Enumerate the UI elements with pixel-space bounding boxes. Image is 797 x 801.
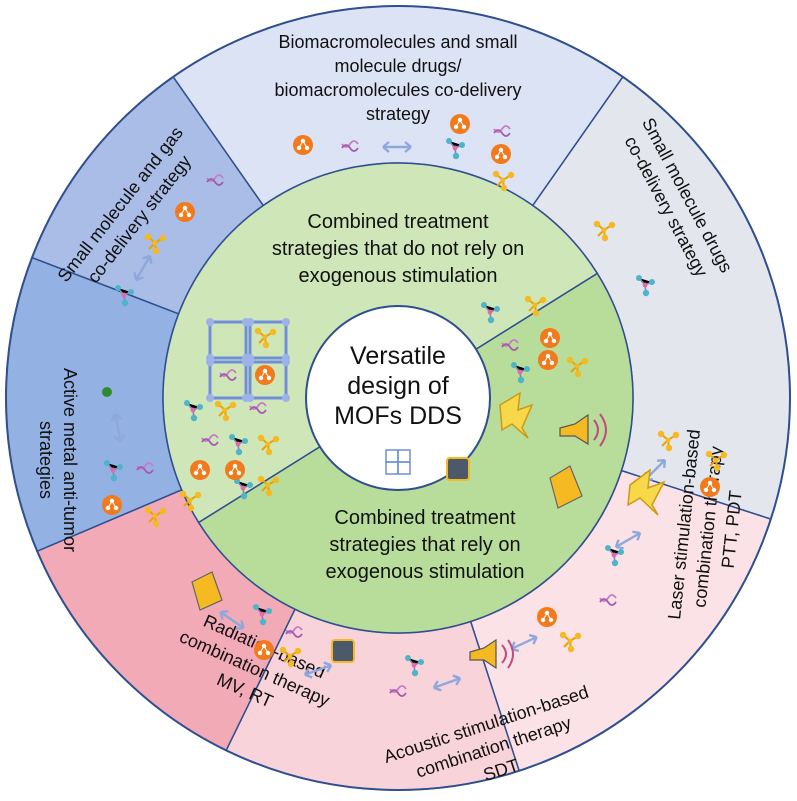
biomacro-label-line: Biomacromolecules and small <box>278 32 517 52</box>
orange-drug-icon <box>253 639 275 661</box>
orange-drug-icon <box>449 113 471 135</box>
middle-upper-label: Combined treatment strategies that do not… <box>272 211 524 287</box>
orange-drug-icon <box>224 459 246 481</box>
orange-drug-icon <box>537 349 559 371</box>
radiation-device-icon <box>331 639 355 663</box>
orange-drug-icon <box>101 494 123 516</box>
sound-wave-icon <box>501 639 514 669</box>
metal-label-line: Active metal anti-tumor <box>60 368 80 552</box>
mof-framework-icon <box>385 449 411 475</box>
center-circle <box>305 305 491 491</box>
metal-label-line: strategies <box>36 421 56 499</box>
orange-drug-icon <box>189 459 211 481</box>
outer-ring-border <box>5 5 791 791</box>
biomacro-label-line: strategy <box>366 104 430 124</box>
center-title-line: design of <box>347 372 449 400</box>
orange-drug-icon <box>292 134 314 156</box>
biomacro-label-line: biomacromolecules co-delivery <box>274 80 521 100</box>
orange-drug-icon <box>536 606 558 628</box>
radiation-device-icon <box>446 457 470 481</box>
biomacro-label: Biomacromolecules and small molecule drug… <box>274 32 521 124</box>
biomacro-label-line: molecule drugs/ <box>334 56 461 76</box>
sound-wave-icon <box>593 413 607 447</box>
mof-framework-icon <box>206 318 290 402</box>
middle-lower-label-line: exogenous stimulation <box>325 561 524 583</box>
ultrasound-speaker-icon <box>469 638 497 670</box>
ultrasound-speaker-icon <box>559 413 589 446</box>
laser-icon <box>627 468 666 516</box>
radiation-warning-icon <box>191 571 223 611</box>
laser-icon <box>499 391 534 439</box>
center-title-line: MOFs DDS <box>334 402 462 430</box>
orange-drug-icon <box>174 201 196 223</box>
radiation-warning-icon <box>549 465 583 509</box>
center-title-line: Versatile <box>350 342 446 370</box>
metal-ion-icon <box>102 387 112 397</box>
middle-upper-label-line: strategies that do not rely on <box>272 238 524 260</box>
orange-drug-icon <box>254 364 276 386</box>
middle-lower-label-line: Combined treatment <box>334 507 516 529</box>
middle-lower-label-line: strategies that rely on <box>329 534 520 556</box>
orange-drug-icon <box>539 327 561 349</box>
metal-label: Active metal anti-tumorstrategies <box>36 368 80 552</box>
middle-upper-label-line: Combined treatment <box>307 211 489 233</box>
orange-drug-icon <box>490 143 512 165</box>
middle-upper-label-line: exogenous stimulation <box>298 265 497 287</box>
middle-lower-label: Combined treatment strategies that rely o… <box>325 507 524 583</box>
orange-drug-icon <box>699 476 721 498</box>
